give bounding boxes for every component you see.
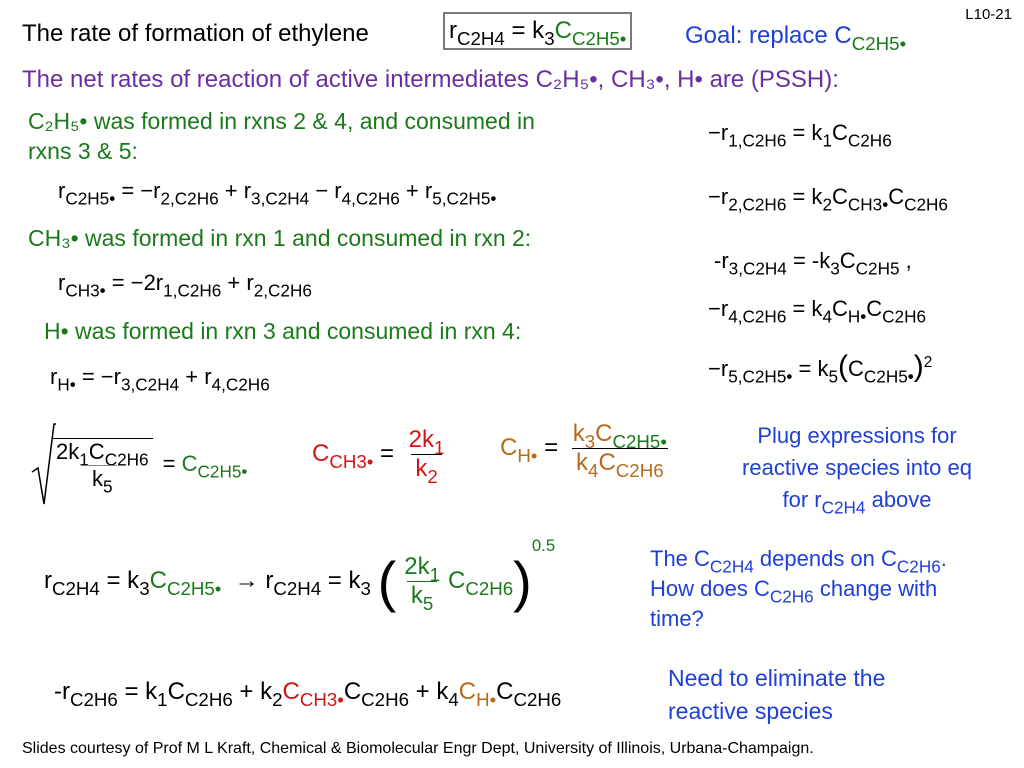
h-net-rate-eq: rH• = −r3,C2H4 + r4,C2H6 bbox=[50, 364, 270, 395]
rate-law-3: -r3,C2H4 = -k3CC2H5 , bbox=[714, 248, 912, 279]
slide-title: The rate of formation of ethylene bbox=[22, 20, 369, 47]
rate-law-2: −r2,C2H6 = k2CCH3•CC2H6 bbox=[708, 184, 948, 215]
h-line: H• was formed in rxn 3 and consumed in r… bbox=[44, 318, 522, 344]
eliminate-note: Need to eliminate the reactive species bbox=[668, 665, 886, 724]
c2h5-solution: 2k1CC2H6 k5 = CC2H5• bbox=[30, 422, 247, 508]
c2h4-rate-expression: rC2H4 = k3CC2H5• → rC2H4 = k3 ( 2k1 k5 C… bbox=[44, 536, 556, 615]
plug-note: Plug expressions for reactive species in… bbox=[742, 423, 972, 518]
c2h5-net-rate-eq: rC2H5• = −r2,C2H6 + r3,C2H4 − r4,C2H6 + … bbox=[58, 178, 497, 209]
rate-law-1: −r1,C2H6 = k1CC2H6 bbox=[708, 120, 892, 151]
sqrt-sign bbox=[31, 423, 56, 505]
rate-law-4: −r4,C2H6 = k4CH•CC2H6 bbox=[708, 296, 927, 327]
ch3-solution: CCH3• = 2k1 k2 bbox=[312, 426, 445, 488]
c2h5-line-2: rxns 3 & 5: bbox=[28, 138, 138, 164]
c2h5-line-1: C₂H₅• was formed in rxns 2 & 4, and cons… bbox=[28, 108, 535, 134]
rate-c2h4-box: rC2H4 = k3CC2H5• bbox=[443, 12, 633, 50]
h-solution: CH• = k3CC2H5• k4CC2H6 bbox=[500, 420, 668, 482]
depends-note: The CC2H4 depends on CC2H6. How does CC2… bbox=[650, 546, 947, 631]
c2h6-rate-expression: -rC2H6 = k1CC2H6 + k2CCH3•CC2H6 + k4CH•C… bbox=[54, 678, 562, 711]
ch3-net-rate-eq: rCH3• = −2r1,C2H6 + r2,C2H6 bbox=[58, 270, 312, 301]
rate-law-5: −r5,C2H5• = k5(CC2H5•)2 bbox=[708, 350, 933, 387]
footer-credit: Slides courtesy of Prof M L Kraft, Chemi… bbox=[22, 740, 814, 757]
goal-text: Goal: replace CC2H5• bbox=[685, 22, 907, 55]
pssh-line: The net rates of reaction of active inte… bbox=[22, 66, 839, 93]
ch3-line: CH₃• was formed in rxn 1 and consumed in… bbox=[28, 225, 532, 251]
page-label: L10-21 bbox=[965, 6, 1012, 23]
